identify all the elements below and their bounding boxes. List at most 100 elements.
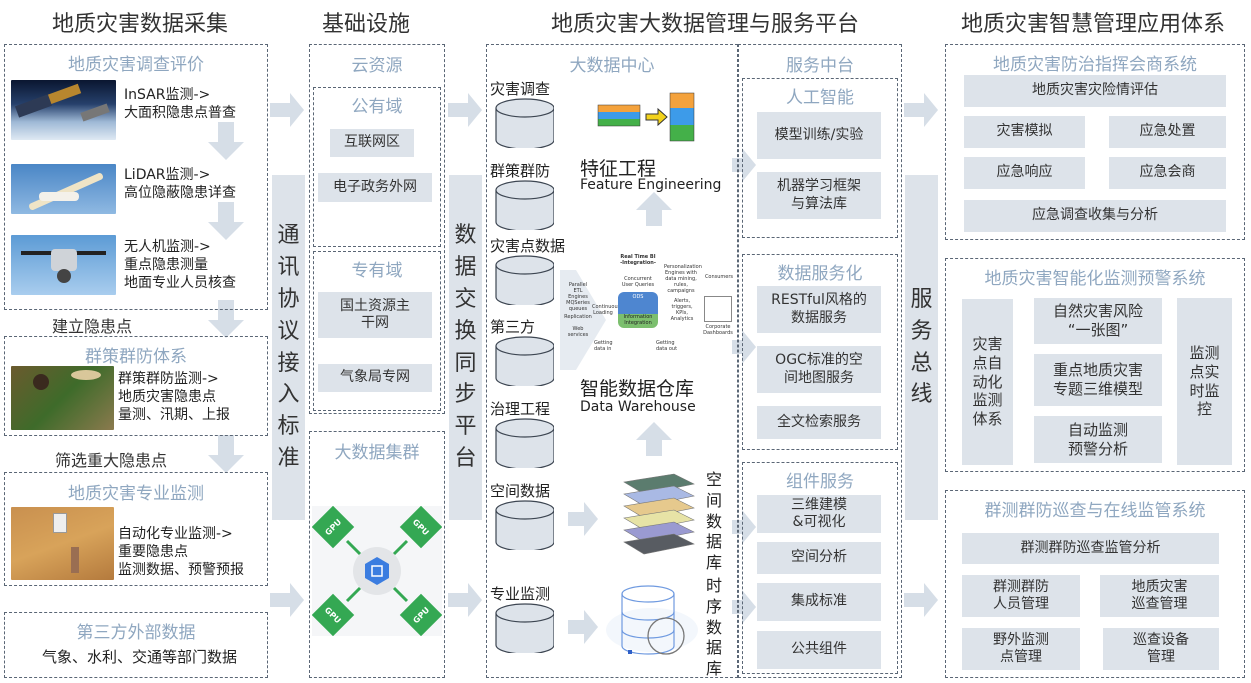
data-service-section: 数据服务化 xyxy=(742,254,898,450)
data-service-title: 数据服务化 xyxy=(777,264,863,284)
public-domain-section: 公有域 xyxy=(313,87,441,247)
bi-queries: Concurrent User Queries xyxy=(621,276,655,288)
service-middle-platform: 服务中台 xyxy=(738,44,902,678)
database-label: 灾害调查 xyxy=(490,80,551,98)
arrow-right-icon xyxy=(270,93,304,127)
external-data-title: 第三方外部数据 xyxy=(76,623,196,643)
auto-warning-analysis-box: 自动监测 预警分析 xyxy=(1034,416,1162,463)
emergency-handling-box: 应急处置 xyxy=(1109,116,1226,148)
column-title-infrastructure: 基础设施 xyxy=(322,12,411,37)
bigdata-center-title: 大数据中心 xyxy=(569,56,655,76)
magnifier-icon xyxy=(647,617,685,655)
field-survey-photo xyxy=(11,366,114,430)
personnel-management-box: 群测群防 人员管理 xyxy=(962,575,1080,617)
external-data-note: 气象、水利、交通等部门数据 xyxy=(42,648,238,666)
column-title-platform: 地质灾害大数据管理与服务平台 xyxy=(550,12,859,37)
database-label: 群策群防 xyxy=(490,162,551,180)
risk-map-box: 自然灾害风险 “一张图” xyxy=(1034,298,1162,344)
data-warehouse-en: Data Warehouse xyxy=(580,399,696,415)
professional-monitoring-section: 地质灾害专业监测 xyxy=(4,472,268,586)
bi-mqseries: MQSeries queues xyxy=(566,300,590,312)
emergency-response-box: 应急响应 xyxy=(964,157,1085,189)
timeseries-db-graphic xyxy=(606,585,698,655)
3d-modeling-box: 三维建模 &可视化 xyxy=(757,495,881,533)
cloud-resources-section: 云资源 xyxy=(309,44,445,414)
service-bus-bar: 服 务 总 线 xyxy=(905,175,938,520)
database-cylinder-icon xyxy=(495,500,554,550)
component-service-title: 组件服务 xyxy=(786,472,854,492)
patrol-system-section: 群测群防巡查与在线监管系统 xyxy=(945,490,1245,678)
bi-personalization: Personalization Engines with data mining… xyxy=(664,264,702,294)
insar-note: InSAR监测-> 大面积隐患点普查 xyxy=(124,87,236,122)
command-system-section: 地质灾害防治指挥会商系统 xyxy=(945,44,1245,240)
gpu-cluster-graphic: GPU GPU GPU GPU xyxy=(312,506,442,636)
land-resources-backbone-box: 国土资源主 干网 xyxy=(318,292,432,338)
arrow-right-icon xyxy=(270,583,304,617)
warning-system-section: 地质灾害智能化监测预警系统 xyxy=(945,258,1245,472)
survey-section: 地质灾害调查评价 xyxy=(4,44,268,310)
arrow-up-icon xyxy=(636,422,672,456)
realtime-monitoring-box: 监测 点实 时监 控 xyxy=(1177,298,1232,465)
patrol-analysis-box: 群测群防巡查监管分析 xyxy=(962,533,1219,564)
bi-replication: Replication xyxy=(564,314,592,320)
bi-ods: ODS xyxy=(632,294,644,300)
database-cylinder-icon xyxy=(495,255,554,305)
arrow-right-icon xyxy=(732,590,756,624)
bi-data-in: Getting data in xyxy=(594,340,613,352)
bi-integration: Information Integration xyxy=(618,314,658,328)
disaster-simulation-box: 灾害模拟 xyxy=(964,116,1085,148)
data-exchange-bar: 数 据 交 换 同 步 平 台 xyxy=(449,175,482,520)
cloud-resources-title: 云资源 xyxy=(351,56,403,76)
database-cylinder-icon xyxy=(495,418,554,468)
bi-alerts: Alerts, triggers, KPIs, Analytics xyxy=(670,298,694,322)
public-domain-title: 公有域 xyxy=(351,97,403,117)
drone-note: 无人机监测-> 重点隐患测量 地面专业人员核查 xyxy=(124,239,236,292)
component-service-section: 组件服务 xyxy=(742,462,898,674)
equipment-management-box: 巡查设备 管理 xyxy=(1103,628,1219,670)
arrow-right-icon xyxy=(568,610,598,644)
egov-extranet-box: 电子政务外网 xyxy=(318,173,432,202)
database-cylinder-icon xyxy=(495,336,554,386)
feature-engineering-cn: 特征工程 xyxy=(580,158,657,180)
common-components-box: 公共组件 xyxy=(757,631,881,669)
satellite-image xyxy=(11,80,116,140)
spatial-db-label: 空 间 数 据 库 xyxy=(706,470,723,573)
bigdata-cluster-section: 大数据集群 xyxy=(309,431,445,678)
professional-monitoring-title: 地质灾害专业监测 xyxy=(68,484,204,504)
warning-system-title: 地质灾害智能化监测预警系统 xyxy=(984,269,1206,289)
bi-consumers: Consumers xyxy=(704,274,734,280)
arrow-right-icon xyxy=(732,510,756,544)
external-data-section: 第三方外部数据 xyxy=(4,612,268,678)
database-label: 灾害点数据 xyxy=(490,237,566,255)
fixed-wing-drone-image xyxy=(11,164,116,214)
protocol-standard-bar: 通 讯 协 议 接 入 标 准 xyxy=(272,175,305,520)
ml-framework-box: 机器学习框架 与算法库 xyxy=(757,172,881,219)
cpu-hexagon-icon xyxy=(365,557,389,585)
ogc-map-service-box: OGC标准的空 间地图服务 xyxy=(757,346,881,393)
column-title-collection: 地质灾害数据采集 xyxy=(51,12,228,37)
patrol-system-title: 群测群防巡查与在线监管系统 xyxy=(984,501,1206,521)
bi-loading: Continuous Loading xyxy=(592,304,621,316)
private-domain-title: 专有域 xyxy=(351,261,403,281)
bi-title: Real Time BI -Integration- xyxy=(620,254,656,266)
monitoring-station-photo xyxy=(11,507,114,580)
realtime-bi-diagram: Real Time BI -Integration- Parallel ETL … xyxy=(564,254,736,352)
mass-prevention-section: 群策群防体系 xyxy=(4,336,268,436)
integration-standard-box: 集成标准 xyxy=(757,583,881,621)
field-point-management-box: 野外监测 点管理 xyxy=(962,628,1080,670)
arrow-right-icon xyxy=(448,93,482,127)
arrow-down-icon xyxy=(208,300,244,338)
arrow-right-icon xyxy=(645,107,668,127)
database-label: 治理工程 xyxy=(490,400,551,418)
command-system-title: 地质灾害防治指挥会商系统 xyxy=(993,55,1197,75)
database-cylinder-icon xyxy=(495,180,554,230)
arrow-down-icon xyxy=(208,202,244,240)
private-domain-section: 专有域 xyxy=(313,251,441,411)
patrol-management-box: 地质灾害 巡查管理 xyxy=(1100,575,1219,617)
meteorology-network-box: 气象局专网 xyxy=(318,364,432,392)
database-label: 第三方 xyxy=(490,318,536,336)
ai-section: 人工智能 xyxy=(742,78,898,238)
bi-warehouse-cylinder: ODS xyxy=(618,292,658,314)
database-label: 专业监测 xyxy=(490,585,551,603)
